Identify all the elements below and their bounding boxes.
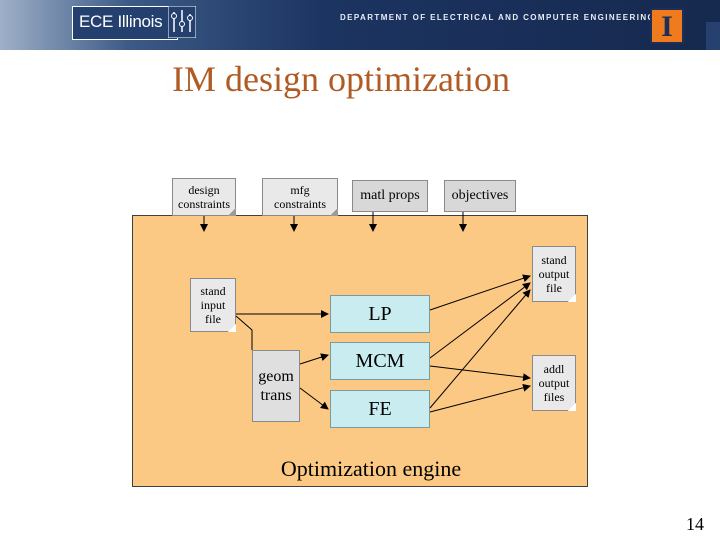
optimization-engine-label: Optimization engine bbox=[280, 456, 462, 481]
lp-box: LP bbox=[330, 295, 430, 333]
slide-title: IM design optimization bbox=[172, 59, 510, 99]
mfg-constraints-doc: mfg constraints bbox=[262, 178, 338, 216]
mcm-label: MCM bbox=[355, 349, 405, 372]
mfg-constraints-label: mfg constraints bbox=[274, 183, 326, 211]
department-name: DEPARTMENT OF ELECTRICAL AND COMPUTER EN… bbox=[340, 13, 656, 22]
arrow-geom-to-fe bbox=[299, 387, 329, 410]
circuit-logo-icon bbox=[168, 6, 196, 38]
matl-props-label: matl props bbox=[360, 188, 420, 203]
stand-input-file-label: stand input file bbox=[200, 284, 226, 326]
arrow-fe-to-stand-output bbox=[429, 289, 531, 409]
banner-cap-icon bbox=[706, 22, 720, 50]
ece-logo-text: ECE Illinois bbox=[79, 12, 163, 31]
arrow-lp-to-stand-output bbox=[429, 274, 531, 311]
mcm-box: MCM bbox=[330, 342, 430, 380]
addl-output-files-label: addl output files bbox=[538, 362, 570, 404]
lp-label: LP bbox=[368, 302, 392, 325]
ece-logo-box bbox=[72, 6, 178, 40]
arrow-input-to-geom bbox=[235, 315, 253, 350]
objectives-box: objectives bbox=[444, 180, 516, 212]
stand-output-file-label: stand output file bbox=[538, 253, 570, 295]
arrow-mcm-to-stand-output bbox=[429, 282, 531, 359]
stand-output-file-doc: stand output file bbox=[532, 246, 576, 302]
fe-label: FE bbox=[368, 397, 392, 420]
arrow-geom-to-mcm bbox=[299, 353, 329, 365]
stand-input-file-doc: stand input file bbox=[190, 278, 236, 332]
arrow-mcm-to-addl-output bbox=[429, 365, 531, 382]
addl-output-files-doc: addl output files bbox=[532, 355, 576, 411]
geom-trans-box: geom trans bbox=[252, 350, 300, 422]
illinois-i-logo: I bbox=[650, 8, 684, 44]
arrow-fe-to-addl-output bbox=[429, 383, 531, 413]
objectives-label: objectives bbox=[451, 188, 509, 203]
page-number: 14 bbox=[686, 514, 704, 534]
fe-box: FE bbox=[330, 390, 430, 428]
design-constraints-label: design constraints bbox=[178, 183, 230, 211]
design-constraints-doc: design constraints bbox=[172, 178, 236, 216]
matl-props-box: matl props bbox=[352, 180, 428, 212]
geom-trans-label: geom trans bbox=[258, 368, 294, 404]
